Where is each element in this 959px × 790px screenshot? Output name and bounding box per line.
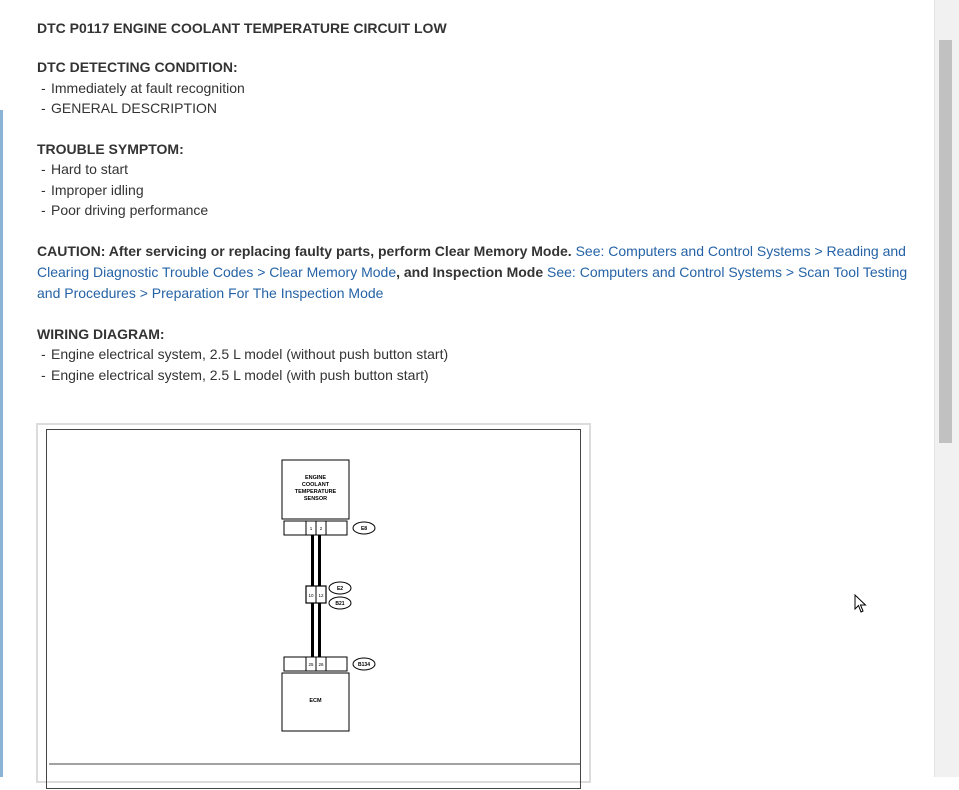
list-item-text: GENERAL DESCRIPTION [51,100,217,116]
list-item-text: Engine electrical system, 2.5 L model (w… [51,346,449,362]
list-item: -Immediately at fault recognition [37,78,917,99]
detecting-condition-heading: DTC DETECTING CONDITION: [37,59,238,75]
connector-tag-e8 [352,521,376,535]
connector-label: E2 [337,586,343,592]
vertical-scrollbar[interactable] [934,0,959,777]
wire [311,603,314,657]
connector-label: E8 [361,526,367,532]
list-item: -Engine electrical system, 2.5 L model (… [37,344,917,365]
left-accent-bar [0,110,3,777]
wire [318,535,321,595]
bullet: - [41,181,46,198]
bullet: - [41,100,46,116]
list-item: -Improper idling [37,180,917,201]
page-left-edge [0,0,4,777]
pin-label: 12 [318,593,324,598]
pin-label: 25 [308,662,314,667]
connector-label: B134 [358,662,370,668]
connector-tag-b134 [352,657,376,671]
wire [318,603,321,657]
bullet: - [41,366,46,383]
caution-paragraph: CAUTION: After servicing or replacing fa… [37,241,917,304]
ecm-box [281,672,350,732]
list-item-text: Poor driving performance [51,202,209,218]
list-item: -Poor driving performance [37,200,917,221]
sensor-box [281,459,350,520]
bullet: - [41,161,46,177]
bullet: - [41,79,46,96]
list-item: -Hard to start [37,159,917,180]
list-item-text: Immediately at fault recognition [51,79,245,96]
list-item-text: Engine electrical system, 2.5 L model (w… [51,366,429,383]
connector-label: B21 [335,601,344,607]
scrollbar-thumb[interactable] [939,40,952,443]
list-item-text: Hard to start [51,161,129,177]
pin-label: 2 [320,526,323,531]
sensor-label-line: COOLANT [302,482,330,488]
inspection-mode-link[interactable]: See: Computers and Control Systems > Sca… [37,263,908,301]
wiring-diagram-heading: WIRING DIAGRAM: [37,325,165,342]
sensor-label-line: SENSOR [304,496,327,502]
bullet: - [41,202,46,218]
wiring-diagram-svg: ENGINE COOLANT TEMPERATURE SENSOR 1 2 E8… [49,459,580,765]
wiring-diagram-figure[interactable]: ENGINE COOLANT TEMPERATURE SENSOR 1 2 E8… [36,423,591,789]
trouble-symptom-heading: TROUBLE SYMPTOM: [37,140,184,157]
ecm-label: ECM [309,698,322,704]
page-title: DTC P0117 ENGINE COOLANT TEMPERATURE CIR… [37,20,447,36]
bullet: - [41,346,46,362]
connector-tag-b21 [328,596,352,610]
sensor-label-line: TEMPERATURE [295,489,337,495]
pin-label: 1 [310,526,313,531]
mouse-cursor-icon [854,594,867,613]
wiring-diagram-panel: ENGINE COOLANT TEMPERATURE SENSOR 1 2 E8… [46,429,581,789]
list-item-text: Improper idling [51,181,144,198]
clear-memory-mode-link[interactable]: See: Computers and Control Systems > Rea… [37,242,906,280]
pin-label: 26 [318,662,324,667]
inspection-mode-text: , and Inspection Mode [396,263,544,280]
list-item: -Engine electrical system, 2.5 L model (… [37,365,917,386]
pin-label: 10 [308,593,314,598]
connector-tag-e2 [328,581,352,595]
list-item: -GENERAL DESCRIPTION [37,98,917,119]
sensor-label-line: ENGINE [305,475,326,481]
document-body: DTC P0117 ENGINE COOLANT TEMPERATURE CIR… [37,20,917,385]
wire [311,535,314,595]
caution-text: CAUTION: After servicing or replacing fa… [37,242,572,259]
